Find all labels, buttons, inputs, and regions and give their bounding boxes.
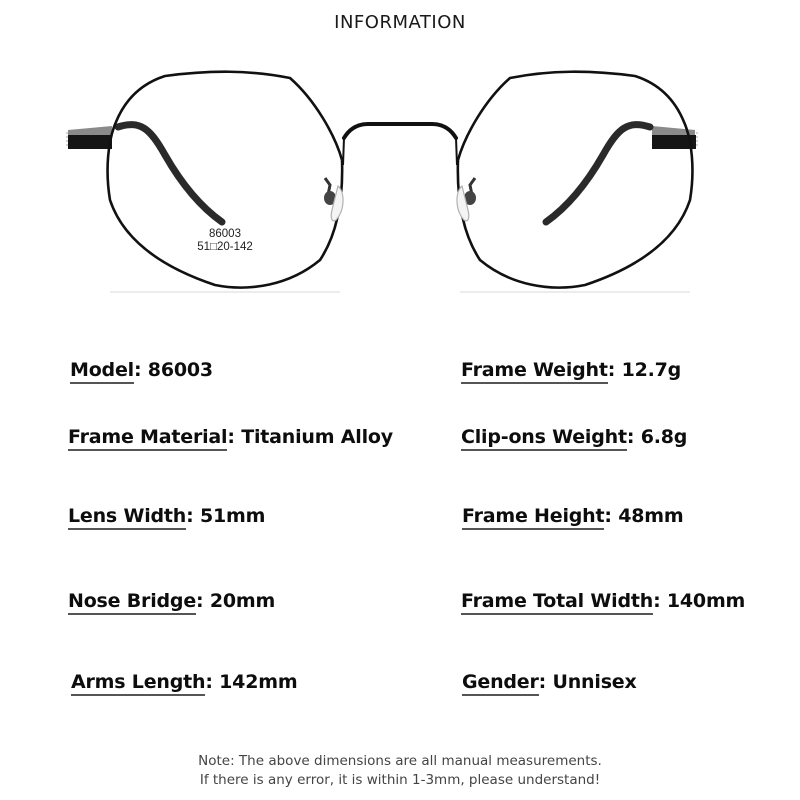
spec-label: Lens Width — [68, 505, 186, 530]
page-title: INFORMATION — [334, 12, 466, 33]
spec-model: Model: 86003 — [70, 359, 213, 384]
spec-label: Gender — [462, 671, 539, 696]
spec-label: Frame Total Width — [461, 590, 653, 615]
spec-separator: : — [205, 671, 220, 693]
spec-label: Model — [70, 359, 134, 384]
eyeglasses-image — [66, 70, 698, 293]
spec-separator: : — [196, 590, 210, 612]
note-line-2: If there is any error, it is within 1-3m… — [199, 772, 601, 788]
spec-value: Titanium Alloy — [241, 426, 393, 448]
spec-separator: : — [538, 671, 553, 693]
spec-arms-length: Arms Length: 142mm — [71, 671, 298, 696]
measurement-note: Note: The above dimensions are all manua… — [0, 752, 800, 790]
spec-separator: : — [607, 359, 622, 381]
spec-label: Clip-ons Weight — [461, 426, 627, 451]
spec-nose-bridge: Nose Bridge: 20mm — [68, 590, 276, 615]
spec-separator: : — [653, 590, 667, 612]
spec-frame-material: Frame Material: Titanium Alloy — [68, 426, 393, 451]
spec-clip-ons-weight: Clip-ons Weight: 6.8g — [461, 426, 688, 451]
nose-pad-right-icon — [456, 177, 477, 222]
spec-label: Arms Length — [71, 671, 206, 696]
nose-pad-left-icon — [323, 177, 344, 222]
spec-label: Frame Weight — [461, 359, 608, 384]
right-hinge-icon — [652, 126, 698, 149]
spec-separator: : — [186, 505, 200, 527]
spec-value: 6.8g — [640, 426, 688, 448]
spec-value: 48mm — [618, 505, 684, 527]
spec-separator: : — [626, 426, 641, 448]
spec-separator: : — [604, 505, 619, 527]
spec-label: Nose Bridge — [68, 590, 196, 615]
spec-frame-weight: Frame Weight: 12.7g — [461, 359, 682, 384]
spec-separator: : — [227, 426, 242, 448]
spec-value: 12.7g — [621, 359, 682, 381]
spec-label: Frame Height — [462, 505, 605, 530]
spec-value: 142mm — [219, 671, 298, 693]
spec-lens-width: Lens Width: 51mm — [68, 505, 266, 530]
spec-value: 20mm — [209, 590, 276, 612]
left-hinge-icon — [66, 126, 112, 149]
spec-value: 86003 — [147, 359, 213, 381]
spec-label: Frame Material — [68, 426, 228, 451]
frame-stamp: 86003 51□20-142 — [180, 228, 270, 254]
frame-stamp-model: 86003 — [209, 228, 241, 240]
frame-stamp-size: 51□20-142 — [197, 241, 253, 253]
spec-frame-total-width: Frame Total Width: 140mm — [461, 590, 746, 615]
note-line-1: Note: The above dimensions are all manua… — [198, 753, 602, 769]
spec-gender: Gender: Unnisex — [462, 671, 637, 696]
spec-value: 51mm — [199, 505, 266, 527]
spec-value: 140mm — [666, 590, 746, 612]
spec-frame-height: Frame Height: 48mm — [462, 505, 684, 530]
spec-value: Unnisex — [552, 671, 637, 693]
spec-separator: : — [133, 359, 148, 381]
